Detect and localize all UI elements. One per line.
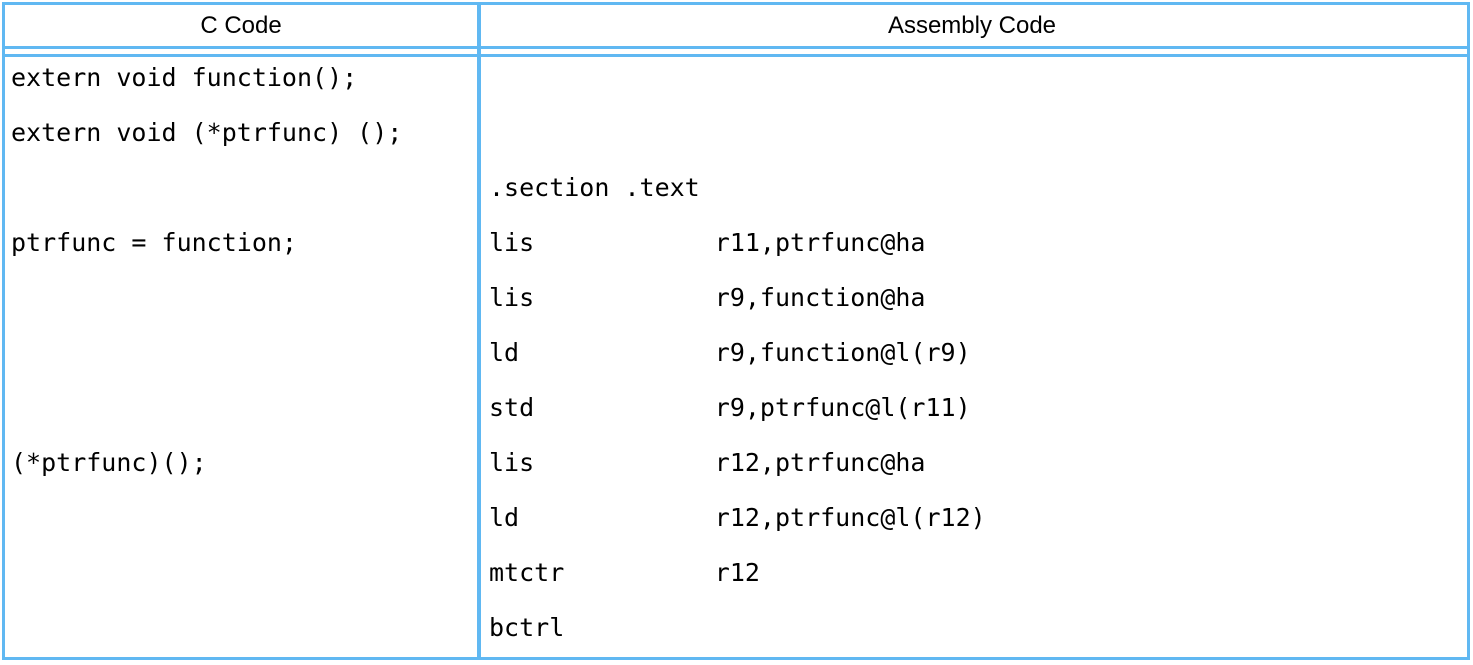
c-code-line [11, 270, 477, 325]
table-body-row: extern void function(); extern void (*pt… [5, 57, 1467, 662]
c-code-line [11, 160, 477, 215]
assembly-code-cell: .section .text lis r11,ptrfunc@ha lis r9… [477, 50, 1467, 655]
table-header-row: C Code Assembly Code [5, 5, 1467, 49]
c-code-line [11, 545, 477, 600]
c-code-line: (*ptrfunc)(); [11, 448, 207, 477]
assembly-code-line: lis r9,function@ha [489, 283, 926, 312]
assembly-code-line: .section .text [489, 173, 700, 202]
c-code-header-label: C Code [200, 11, 282, 39]
c-code-header-cell: C Code [5, 5, 477, 46]
c-code-line [11, 380, 477, 435]
assembly-code-line: ld r9,function@l(r9) [489, 338, 971, 367]
assembly-code-header-cell: Assembly Code [477, 5, 1467, 46]
c-code-line: extern void (*ptrfunc) (); [11, 118, 403, 147]
assembly-code-line: lis r11,ptrfunc@ha [489, 228, 926, 257]
c-code-line [11, 325, 477, 380]
c-code-line: extern void function(); [11, 63, 358, 92]
c-code-cell: extern void function(); extern void (*pt… [5, 50, 477, 655]
c-code-line: ptrfunc = function; [11, 228, 297, 257]
assembly-code-line: ld r12,ptrfunc@l(r12) [489, 503, 986, 532]
c-code-line [11, 490, 477, 545]
assembly-code-line: std r9,ptrfunc@l(r11) [489, 393, 971, 422]
header-body-separator [5, 49, 1467, 57]
assembly-code-line [489, 50, 1467, 105]
assembly-code-line: bctrl [489, 613, 565, 642]
assembly-code-line [489, 105, 1467, 160]
assembly-code-line: mtctr r12 [489, 558, 760, 587]
column-divider [477, 5, 481, 657]
assembly-code-header-label: Assembly Code [887, 11, 1057, 39]
c-code-line [11, 600, 477, 655]
assembly-code-line: lis r12,ptrfunc@ha [489, 448, 926, 477]
